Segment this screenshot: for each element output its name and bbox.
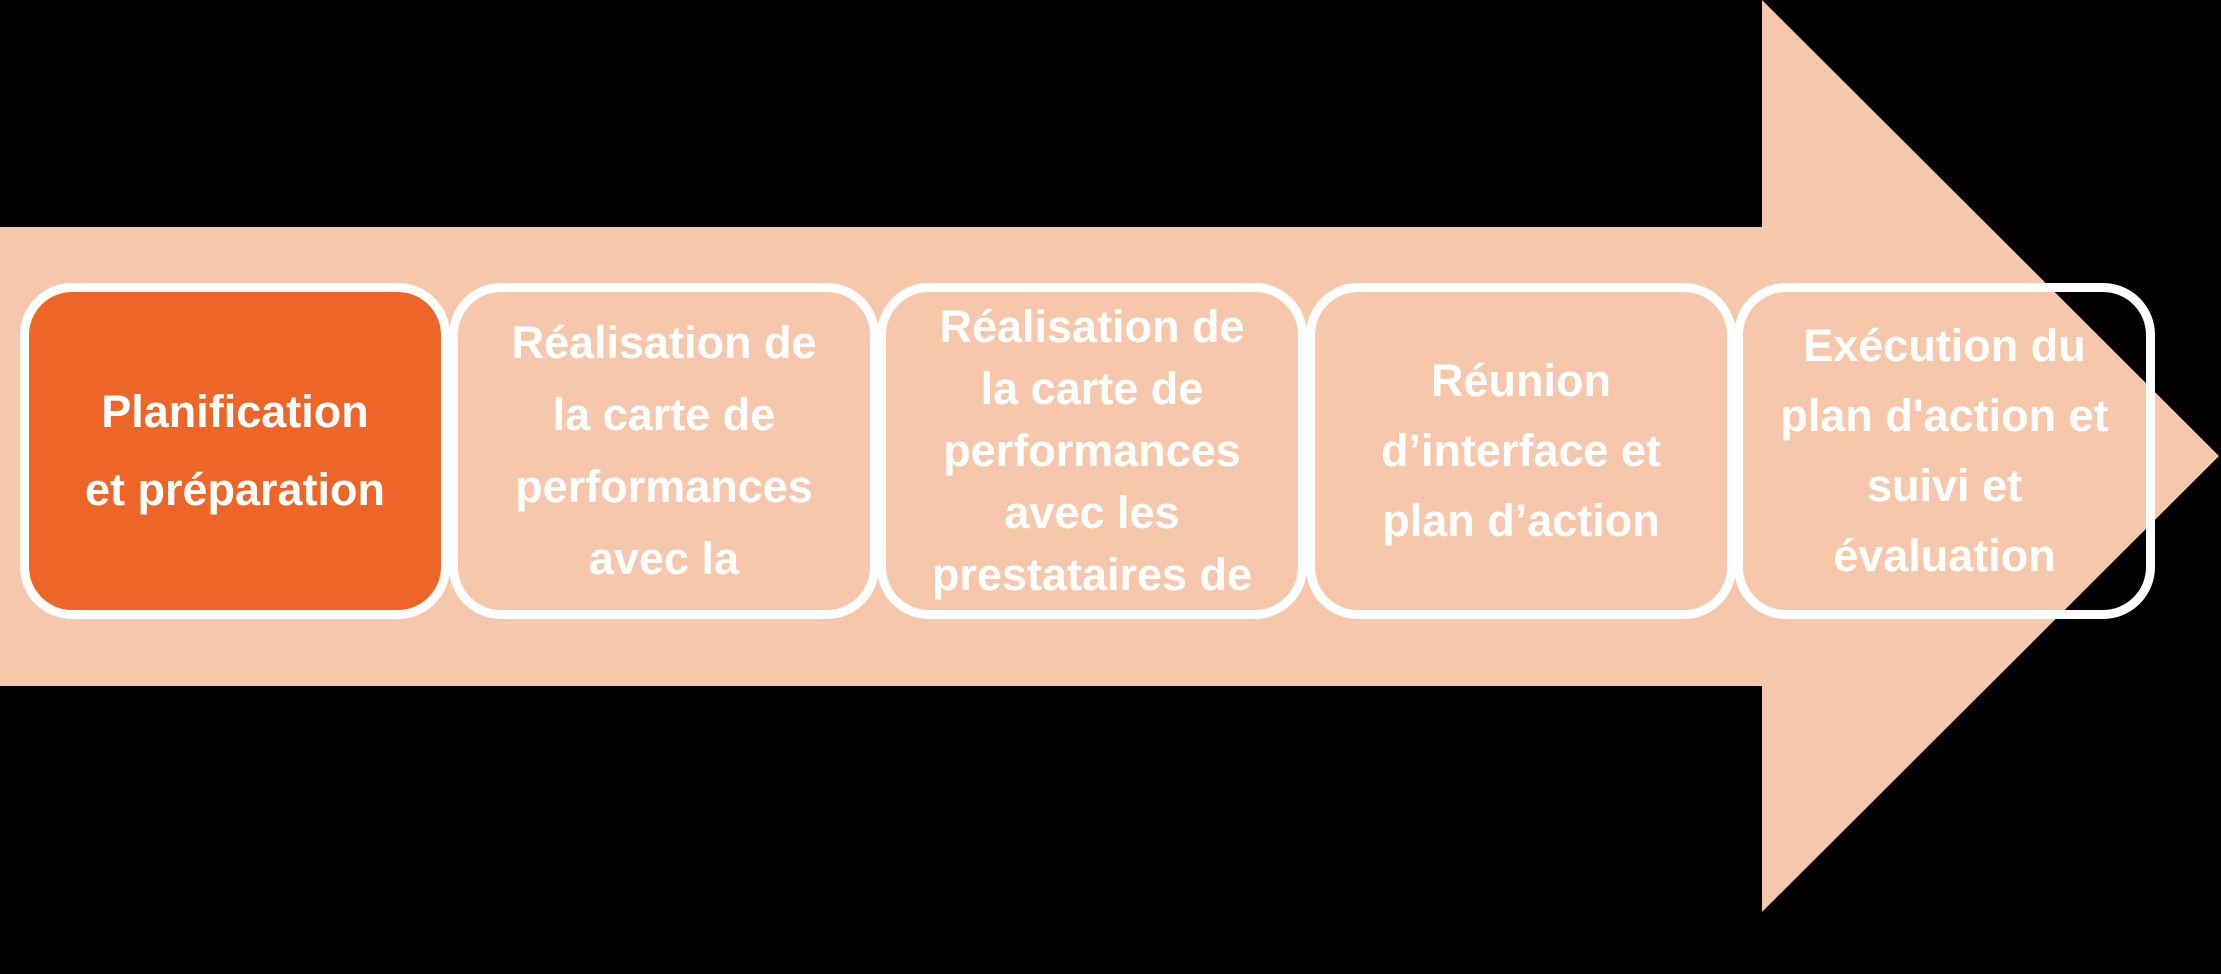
step-label-1: Planification et préparation	[84, 386, 386, 515]
step-box-4: Réunion d’interface et plan d’action	[1306, 283, 1736, 619]
step-label-2: Réalisation de la carte de performances …	[511, 317, 817, 584]
step-label-5: Exécution du plan d'action et suivi et é…	[1780, 320, 2109, 581]
step-box-5: Exécution du plan d'action et suivi et é…	[1734, 283, 2155, 619]
step-label-4: Réunion d’interface et plan d’action	[1380, 355, 1662, 546]
step-box-2: Réalisation de la carte de performances …	[449, 283, 879, 619]
step-box-1: Planification et préparation	[20, 283, 450, 619]
step-label-3: Réalisation de la carte de performances …	[931, 301, 1253, 600]
arrow-polygon	[0, 0, 2219, 912]
step-box-3: Réalisation de la carte de performances …	[877, 283, 1307, 619]
